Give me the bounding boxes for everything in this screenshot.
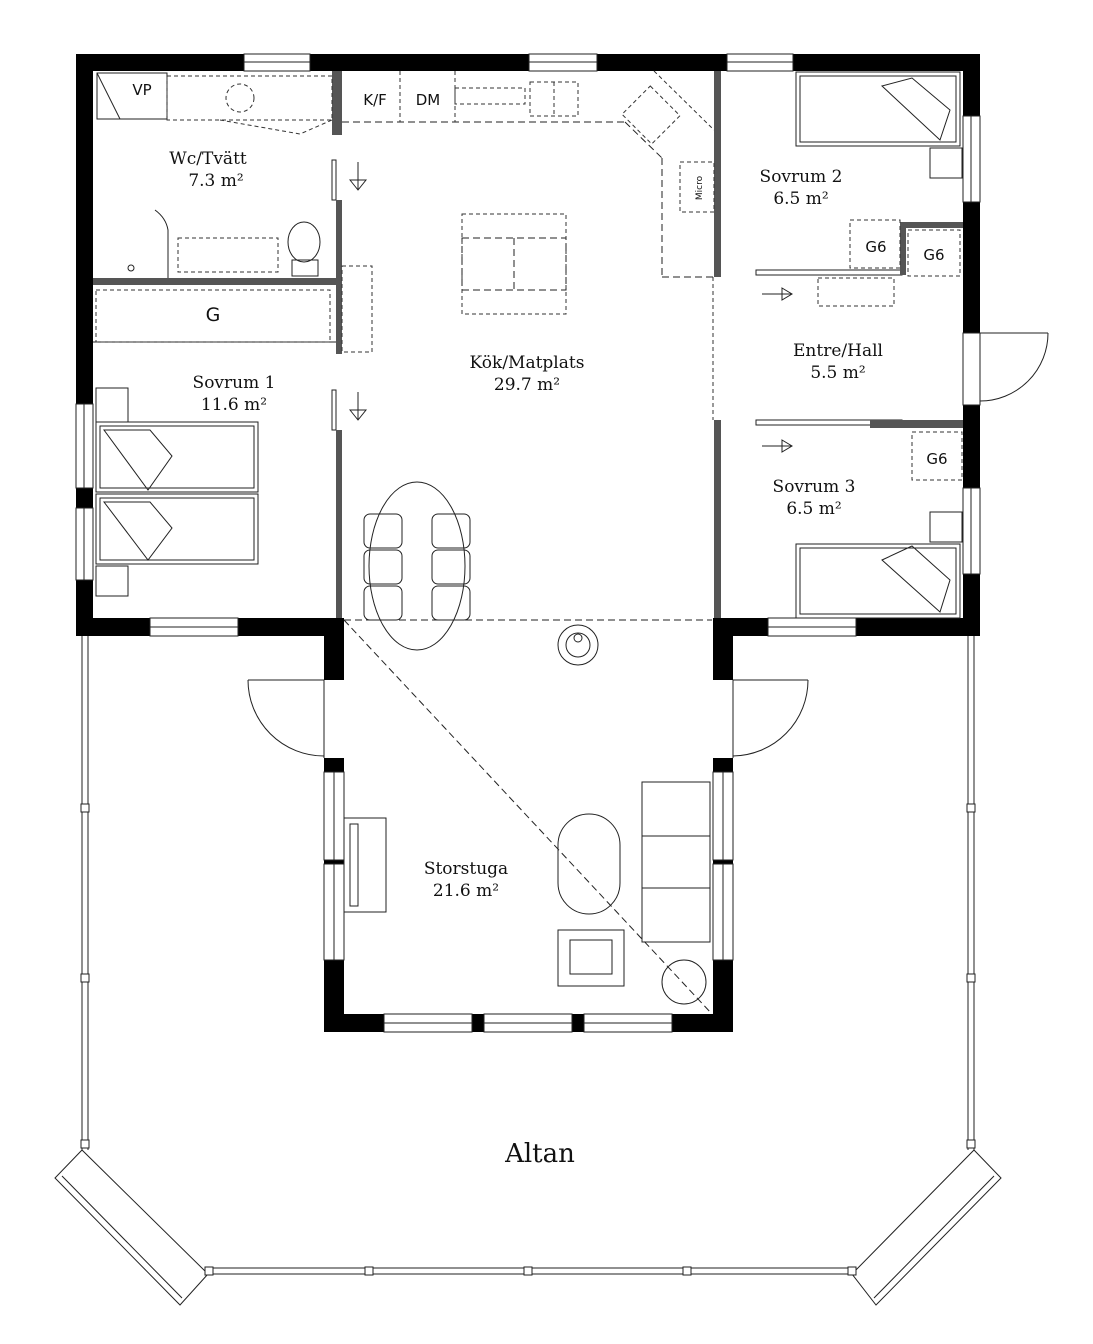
g6-label-sovrum3: G6 [926,450,947,468]
chairs [363,513,471,621]
interior-walls [93,71,963,618]
room-name-wc: Wc/Tvätt [169,149,247,169]
g-label: G [206,304,221,326]
kf-label: K/F [363,91,387,109]
room-name-altan: Altan [504,1139,575,1169]
g6-label-sovrum2: G6 [865,238,886,256]
room-area-kok: 29.7 m² [494,375,560,395]
wc-fixtures [96,72,333,278]
room-area-entre: 5.5 m² [810,363,865,383]
room-name-sovrum1: Sovrum 1 [193,373,276,393]
island [461,213,567,315]
sovrum3-furniture [795,431,963,619]
dashed-guides [343,619,713,1015]
storstuga-furniture [343,781,711,1005]
dining-table [363,481,471,651]
g-storage: G [95,265,373,353]
room-area-storstuga: 21.6 m² [433,881,499,901]
stove-icon [557,624,599,666]
room-name-sovrum3: Sovrum 3 [773,477,856,497]
room-name-entre: Entre/Hall [793,341,883,361]
room-name-sovrum2: Sovrum 2 [760,167,843,187]
dm-label: DM [416,91,441,109]
sovrum1-beds [95,387,259,597]
railing-posts [80,803,976,1276]
sliding-door-arrows [348,162,793,453]
room-name-kok: Kök/Matplats [470,353,585,373]
g6-label-hall: G6 [923,246,944,264]
room-area-sovrum2: 6.5 m² [773,189,828,209]
altan-railing [54,636,1002,1306]
kitchen-counter [342,70,715,278]
windows [75,53,981,1033]
micro-label: Micro [695,175,705,200]
room-name-storstuga: Storstuga [424,859,508,879]
room-area-sovrum3: 6.5 m² [786,499,841,519]
room-area-wc: 7.3 m² [188,171,243,191]
room-area-sovrum1: 11.6 m² [201,395,267,415]
exterior-walls [76,54,980,1032]
exterior-doors [247,332,1049,758]
vp-label: VP [132,81,151,99]
sovrum2-furniture [795,71,963,307]
